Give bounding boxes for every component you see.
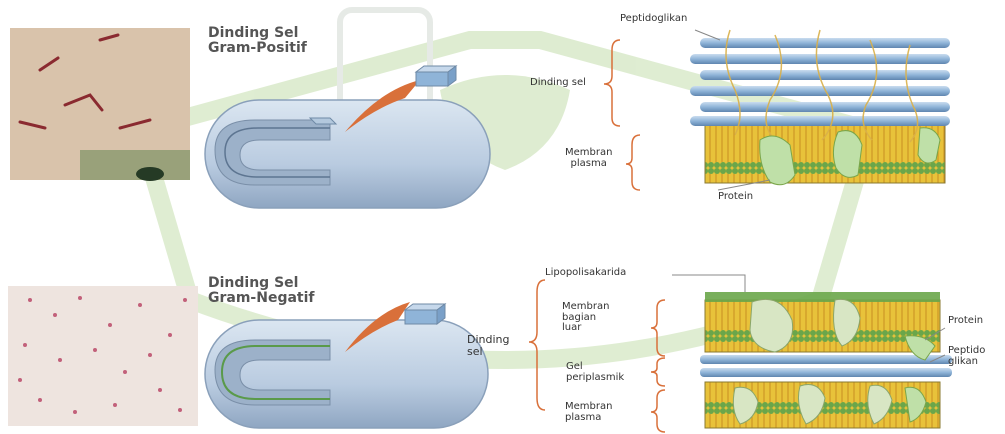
- label-protein-negative: Protein: [948, 316, 983, 327]
- label-periplasmic-gel: Gel periplasmik: [566, 362, 624, 383]
- gram-positive-title: Dinding Sel Gram-Positif: [208, 26, 307, 55]
- gram-negative-inset-block: [405, 304, 445, 324]
- gram-negative-wall-detail: [700, 292, 952, 428]
- label-cell-wall-negative: Dinding sel: [467, 334, 510, 357]
- gram-positive-micrograph: [10, 28, 190, 181]
- label-peptidoglycan-positive: Peptidoglikan: [620, 14, 687, 25]
- label-peptidoglycan-negative: Peptido glikan: [948, 346, 985, 367]
- label-plasma-membrane-negative: Membran plasma: [565, 402, 612, 423]
- label-protein-positive: Protein: [718, 192, 753, 203]
- label-plasma-membrane-positive: Membran plasma: [565, 148, 612, 169]
- label-outer-membrane: Membran bagian luar: [562, 302, 609, 334]
- gram-negative-title: Dinding Sel Gram-Negatif: [208, 276, 315, 305]
- label-lipopolysaccharide: Lipopolisakarida: [545, 268, 626, 279]
- gram-positive-wall-detail: [690, 30, 950, 185]
- gram-negative-cell: [205, 302, 488, 428]
- gram-negative-micrograph: [8, 286, 198, 426]
- gram-positive-inset-block: [416, 66, 456, 86]
- label-cell-wall-positive: Dinding sel: [530, 78, 586, 89]
